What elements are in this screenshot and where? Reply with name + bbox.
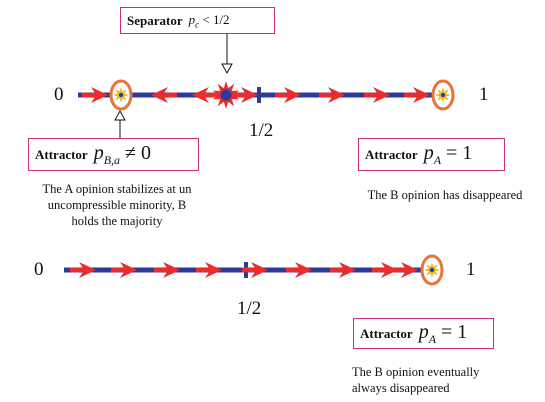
upper-left-attractor-icon <box>109 79 133 111</box>
attractor-center-dot <box>429 267 435 273</box>
attractor-center-dot <box>440 92 446 98</box>
right-flow-arrow <box>372 262 398 278</box>
separator-word: Separator <box>127 12 183 28</box>
attractor-sub: B,a <box>103 152 121 167</box>
attractor-rel: ≠ 0 <box>120 141 152 164</box>
upper-left-attractor-box: Attractor pB,a ≠ 0 <box>28 138 199 171</box>
right-flow-arrow <box>154 262 180 278</box>
lower-half-label: 1/2 <box>237 298 262 319</box>
caption-line: always disappeared <box>352 381 450 395</box>
left-flow-arrow <box>192 87 218 103</box>
upper-one-label: 1 <box>479 84 489 105</box>
upper-left-caption: The A opinion stabilizes at un uncompres… <box>2 181 232 229</box>
right-flow-arrow <box>242 262 268 278</box>
attractor-word: Attractor <box>360 325 413 341</box>
attractor-center-dot <box>118 92 124 98</box>
lower-right-attractor-icon <box>420 254 444 286</box>
attractor-word: Attractor <box>35 146 88 162</box>
right-flow-arrow <box>392 262 418 278</box>
separator-sub: c <box>195 19 200 30</box>
attractor-rel: = 1 <box>436 320 468 343</box>
separator-p: p <box>188 11 196 27</box>
right-flow-arrow <box>364 87 390 103</box>
right-flow-arrow <box>82 87 108 103</box>
attractor-sub: A <box>428 331 437 346</box>
lower-zero-label: 0 <box>34 259 44 280</box>
attractor-p: p <box>423 141 434 164</box>
right-flow-arrow <box>330 262 356 278</box>
lower-right-attractor-box: Attractor pA = 1 <box>353 318 494 349</box>
upper-right-attractor-box: Attractor pA = 1 <box>358 138 505 171</box>
right-flow-arrow <box>232 87 258 103</box>
attractor-pointer-head <box>114 109 126 121</box>
attractor-rel: = 1 <box>441 141 473 164</box>
separator-star <box>212 81 240 109</box>
right-flow-arrow <box>404 87 430 103</box>
right-flow-arrow <box>196 262 222 278</box>
attractor-word: Attractor <box>365 146 418 162</box>
right-flow-arrow <box>286 262 312 278</box>
right-flow-arrow <box>275 87 301 103</box>
caption-line: uncompressible minority, B <box>47 198 187 212</box>
attractor-p: p <box>93 141 104 164</box>
right-flow-arrow <box>70 262 96 278</box>
separator-dot <box>220 89 232 101</box>
right-flow-arrow <box>111 262 137 278</box>
lower-right-caption: The B opinion eventually always disappea… <box>352 364 502 396</box>
separator-box: Separator pc < 1/2 <box>120 7 275 34</box>
separator-pointer-head <box>221 63 233 75</box>
upper-half-label: 1/2 <box>249 120 274 141</box>
upper-right-attractor-icon <box>431 79 455 111</box>
caption-line: The A opinion stabilizes at un <box>42 182 192 196</box>
right-flow-arrow <box>319 87 345 103</box>
attractor-p: p <box>418 320 429 343</box>
caption-line: The B opinion eventually <box>352 365 480 379</box>
lower-one-label: 1 <box>466 259 476 280</box>
upper-right-caption: The B opinion has disappeared <box>367 188 523 202</box>
attractor-sub: A <box>433 152 442 167</box>
left-flow-arrow <box>151 87 177 103</box>
caption-line: holds the majority <box>71 214 163 228</box>
upper-zero-label: 0 <box>54 84 64 105</box>
separator-rel: < 1/2 <box>199 11 230 27</box>
